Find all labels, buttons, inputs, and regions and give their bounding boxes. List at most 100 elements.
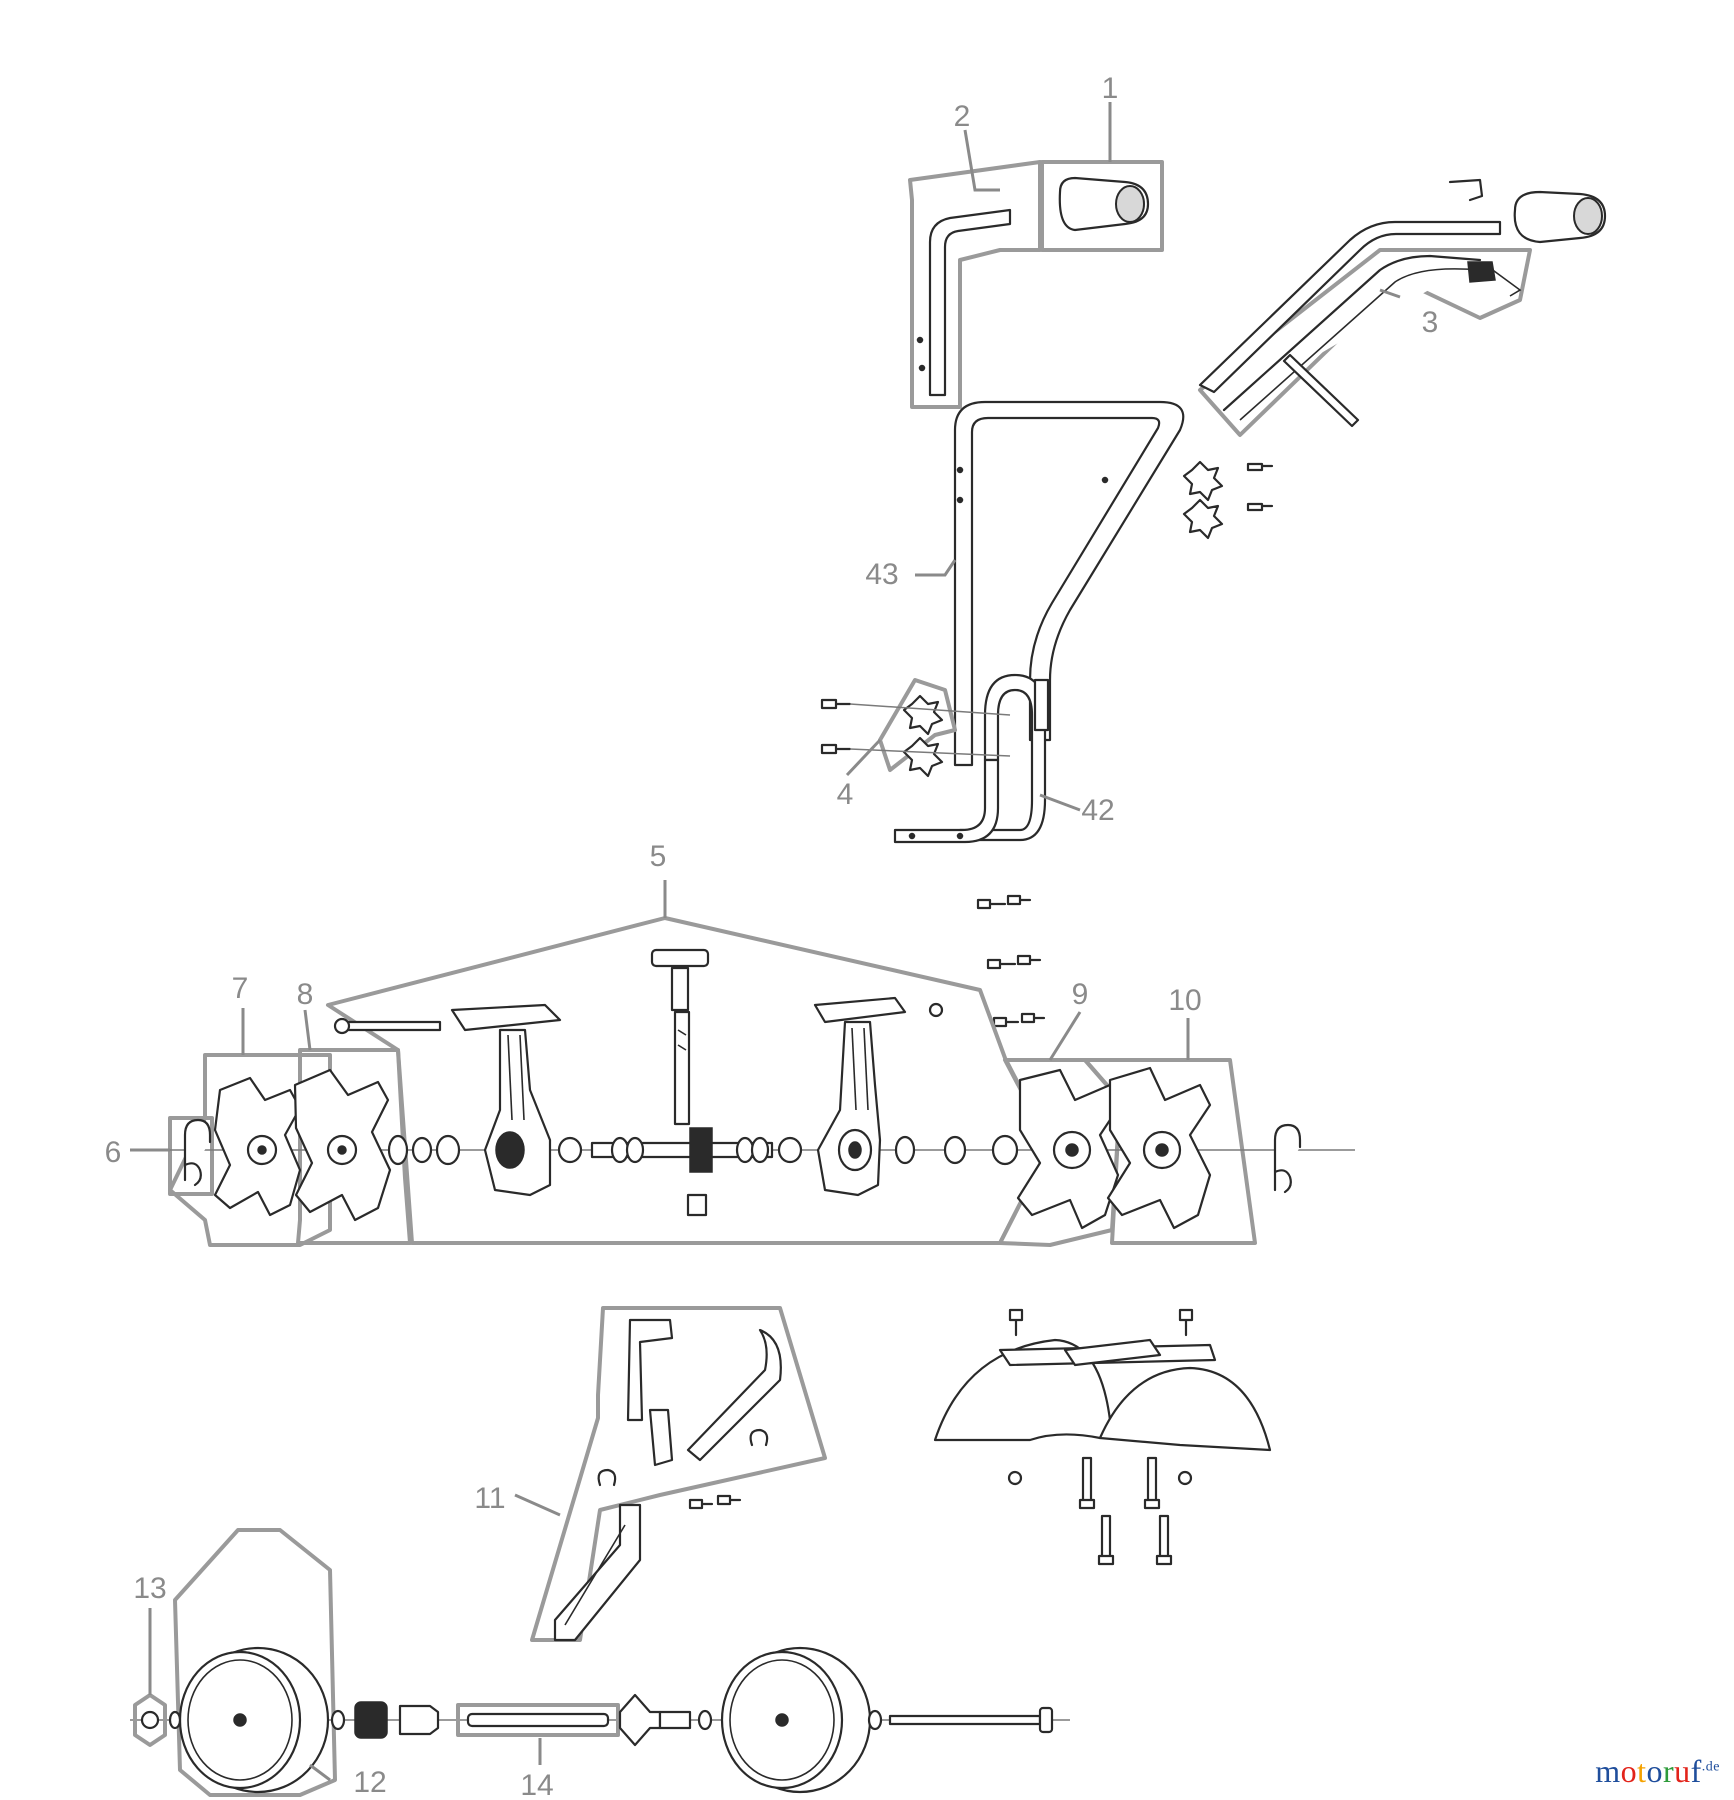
mounting-screws	[976, 894, 1046, 1028]
logo-suffix: .de	[1701, 1759, 1720, 1775]
stake-bracket-top	[626, 1318, 674, 1422]
hub-hole	[257, 1145, 267, 1155]
part-13-nut	[140, 1710, 160, 1730]
group-outline-part-12	[173, 1528, 337, 1797]
hairpin-clip-left	[183, 1118, 212, 1187]
nut	[928, 1002, 944, 1018]
spring	[354, 1701, 388, 1739]
washer	[697, 1709, 713, 1731]
washer	[387, 1134, 409, 1166]
group-outline-part-8	[296, 1048, 412, 1245]
bolt	[1008, 1308, 1024, 1337]
hole	[908, 832, 916, 840]
motoruf-logo: motoruf.de	[1595, 1753, 1720, 1790]
screw	[1016, 954, 1042, 966]
screw	[986, 958, 1017, 970]
gearbox-rib	[519, 1034, 525, 1121]
hole	[956, 496, 964, 504]
wheel-assembly	[130, 1528, 1070, 1797]
stake-blade	[686, 1328, 782, 1462]
gearbox-rib	[863, 1027, 869, 1111]
throttle-lever	[1467, 261, 1496, 283]
hole	[918, 364, 926, 372]
washer	[991, 1134, 1019, 1166]
nut	[1177, 1470, 1193, 1486]
spring-clip	[749, 1428, 769, 1447]
hub-hole	[1065, 1143, 1079, 1157]
clip	[1448, 178, 1484, 202]
washer	[557, 1136, 583, 1164]
thread	[677, 1029, 687, 1036]
part-43-main-frame	[953, 400, 1185, 767]
bushing	[398, 1704, 440, 1736]
shaft-collar	[670, 966, 690, 1012]
part-3-throttle-cable	[1222, 254, 1482, 412]
logo-letter: t	[1637, 1753, 1647, 1789]
worm-gear	[689, 1127, 713, 1173]
bolt-head	[333, 1017, 351, 1035]
bolt	[1078, 1456, 1096, 1510]
wheel-hub	[233, 1713, 247, 1727]
group-outline-part-11	[530, 1306, 827, 1642]
bolt	[688, 1498, 714, 1510]
lever-tab	[1489, 267, 1522, 297]
washer	[894, 1135, 916, 1165]
axle-bolt	[888, 1714, 1042, 1726]
wheel-rim	[729, 1659, 835, 1781]
part-2-handle-tube	[928, 208, 1012, 397]
bracket-tube	[658, 1710, 692, 1730]
group-outline-part-3	[1198, 248, 1532, 437]
stake-slot	[564, 1524, 626, 1626]
callout-42: 42	[1081, 794, 1114, 827]
washer	[943, 1135, 967, 1165]
screw	[1020, 1012, 1046, 1024]
bearing-bore	[848, 1141, 862, 1159]
bolt	[1097, 1514, 1115, 1566]
bolt	[820, 743, 852, 755]
shield-bracket	[1063, 1338, 1162, 1367]
washer	[777, 1136, 803, 1164]
hub-hole	[337, 1145, 347, 1155]
tine-axle-assembly	[168, 916, 1355, 1247]
logo-letter: r	[1662, 1753, 1675, 1789]
bolt	[1246, 462, 1274, 472]
washer	[610, 1136, 630, 1164]
leader-lines	[130, 102, 1401, 1782]
thread	[1294, 359, 1331, 394]
screw	[976, 898, 1007, 910]
handle-assembly	[820, 160, 1607, 844]
part-14-axle	[466, 1712, 610, 1728]
washer	[750, 1136, 770, 1164]
bolt	[716, 1494, 742, 1506]
gearbox-left-bracket	[450, 1003, 562, 1032]
hole	[956, 466, 964, 474]
logo-letter: u	[1674, 1753, 1691, 1789]
star-knob	[902, 694, 944, 736]
bolt	[1246, 502, 1274, 512]
callout-7: 7	[232, 972, 249, 1005]
washer	[735, 1136, 755, 1164]
washer	[168, 1710, 182, 1730]
bracket-plate	[1033, 678, 1050, 732]
shaft-cap	[650, 948, 710, 968]
spring-clip	[597, 1468, 617, 1487]
thread	[677, 1044, 687, 1051]
bolt	[1178, 1308, 1194, 1337]
callout-8: 8	[297, 978, 314, 1011]
group-outline-part-14	[456, 1703, 620, 1737]
long-bolt	[336, 1020, 442, 1032]
callout-12: 12	[353, 1766, 386, 1799]
gearbox-right-bracket	[813, 996, 907, 1024]
gearbox-rib	[851, 1027, 857, 1111]
shield-right-half	[1098, 1366, 1272, 1452]
callout-43: 43	[865, 558, 898, 591]
assembly-line	[849, 748, 1011, 757]
callout-2: 2	[954, 100, 971, 133]
logo-letter: o	[1620, 1753, 1638, 1789]
hole	[916, 336, 924, 344]
callout-14: 14	[520, 1769, 553, 1800]
washer	[625, 1136, 645, 1164]
star-knob	[902, 736, 944, 778]
assembly-line	[849, 703, 1011, 716]
